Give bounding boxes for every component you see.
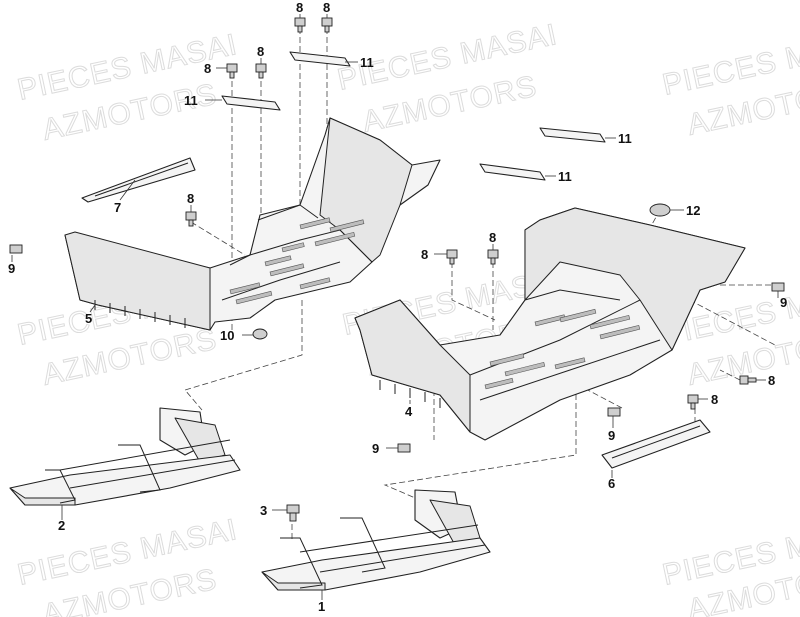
left-footwell-part-5 [64,117,441,331]
callout-label: 1 [318,599,325,614]
bolt-8 [446,249,458,265]
right-footwell-part-4 [354,207,746,441]
callout-label: 8 [711,392,718,407]
strip-11-left [221,95,281,111]
bolt-8 [255,63,267,79]
clip-9 [771,282,785,292]
callout-label: 8 [296,0,303,15]
callout-label: 9 [372,441,379,456]
callout-label: 11 [360,55,374,70]
bolt-8 [294,17,306,33]
leader-lines [11,14,779,600]
callout-label: 8 [489,230,496,245]
callout-label: 8 [187,191,194,206]
bolt-8 [321,17,333,33]
plug-12 [649,203,671,217]
trim-strips [81,51,711,469]
callout-label: 8 [257,44,264,59]
clip-9 [397,443,411,453]
strip-11-right-lower [479,163,546,181]
callout-label: 9 [780,295,787,310]
callout-label: 8 [768,373,775,388]
clip-9 [9,244,23,254]
strip-7 [81,157,196,203]
bolt-8 [226,63,238,79]
callout-label: 9 [8,261,15,276]
left-footrest-grip-slots [229,217,365,305]
callout-label: 2 [58,518,65,533]
right-footrest-grip-slots [484,308,641,390]
bolt-8 [687,394,699,410]
callout-label: 9 [608,428,615,443]
left-skid-plate-part-2 [9,407,241,506]
callout-label: 10 [220,328,234,343]
callout-label: 7 [114,200,121,215]
strip-6 [601,419,711,469]
bolt-3 [286,504,300,522]
callout-label: 5 [85,311,92,326]
right-skid-plate-part-1 [261,489,491,591]
callout-label: 11 [558,169,572,184]
callout-label: 11 [184,93,198,108]
callout-label: 3 [260,503,267,518]
callout-labels: 8 8 8 8 11 11 11 11 7 8 9 5 10 12 8 8 9 … [8,0,787,614]
strip-11-top [289,51,351,67]
fasteners [9,17,785,522]
callout-label: 8 [204,61,211,76]
grommet-10 [252,328,268,340]
clip-9 [607,407,621,417]
callout-label: 8 [323,0,330,15]
callout-label: 11 [618,131,632,146]
callout-label: 12 [686,203,700,218]
bolt-8 [487,249,499,265]
callout-label: 6 [608,476,615,491]
strip-11-right-upper [539,127,606,143]
callout-label: 8 [421,247,428,262]
callout-label: 4 [405,404,413,419]
